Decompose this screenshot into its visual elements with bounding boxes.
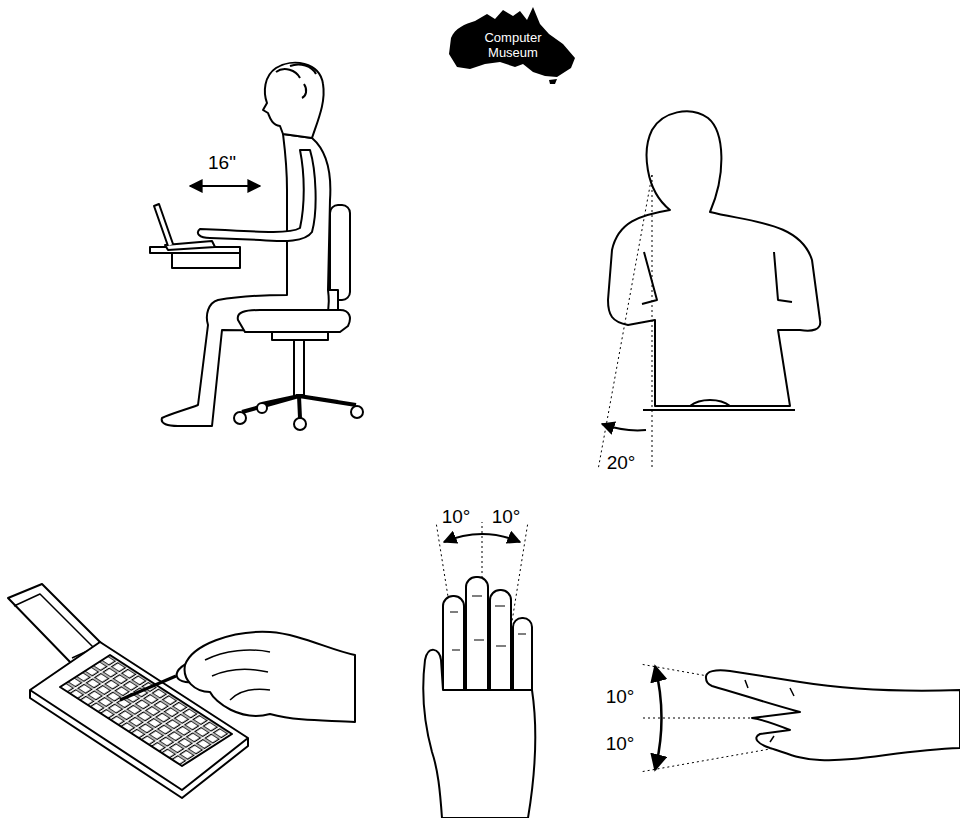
caster [294,418,306,430]
angle-label: 10° [442,506,471,528]
caster [234,412,246,424]
back-view-person [608,111,820,406]
distance-arrow [190,185,260,187]
floor-line [643,409,795,411]
chair-base [242,396,356,418]
logo-badge: Computer Museum [445,6,581,84]
arm-outline [198,150,316,241]
finger-creases [745,680,794,742]
angle-arrow [655,666,662,770]
chair-mechanism [272,332,328,340]
chair-seat [238,310,350,332]
palm-outline [423,650,535,818]
caster [351,406,363,418]
screen-bezel [14,594,94,658]
hand-outline [185,632,355,722]
seated-person [150,63,363,430]
angle-guide [598,175,652,470]
angle-label: 10° [606,686,635,708]
hand-side-view [706,670,960,760]
body-outline [162,134,331,426]
logo-text: Computer Museum [473,30,553,60]
arm-gap-lines [642,252,792,304]
finger-lines [205,650,270,700]
seat-line [690,400,730,406]
hand-front-view [423,577,535,818]
knuckle-lines [450,596,526,650]
hair-lines [276,64,316,98]
angle-label: 10° [606,733,635,755]
laptop-screen [154,204,173,246]
chair-back [330,205,350,300]
hand-outline [706,670,960,760]
body-silhouette [608,111,820,406]
ring-finger [490,590,511,705]
head-outline [263,63,324,138]
desk-shelf [172,253,240,268]
angle-guide [652,175,653,470]
angle-label: 20° [607,452,636,474]
angle-arrow [444,534,520,542]
caster [257,403,267,413]
chair-stem [294,340,304,396]
angle-arrow [602,424,646,430]
pointer-cable [120,676,176,700]
distance-label: 16" [208,152,236,174]
laptop-with-hand [8,584,355,798]
angle-label: 10° [492,506,521,528]
australia-silhouette [449,7,575,77]
island-silhouette [549,79,557,84]
